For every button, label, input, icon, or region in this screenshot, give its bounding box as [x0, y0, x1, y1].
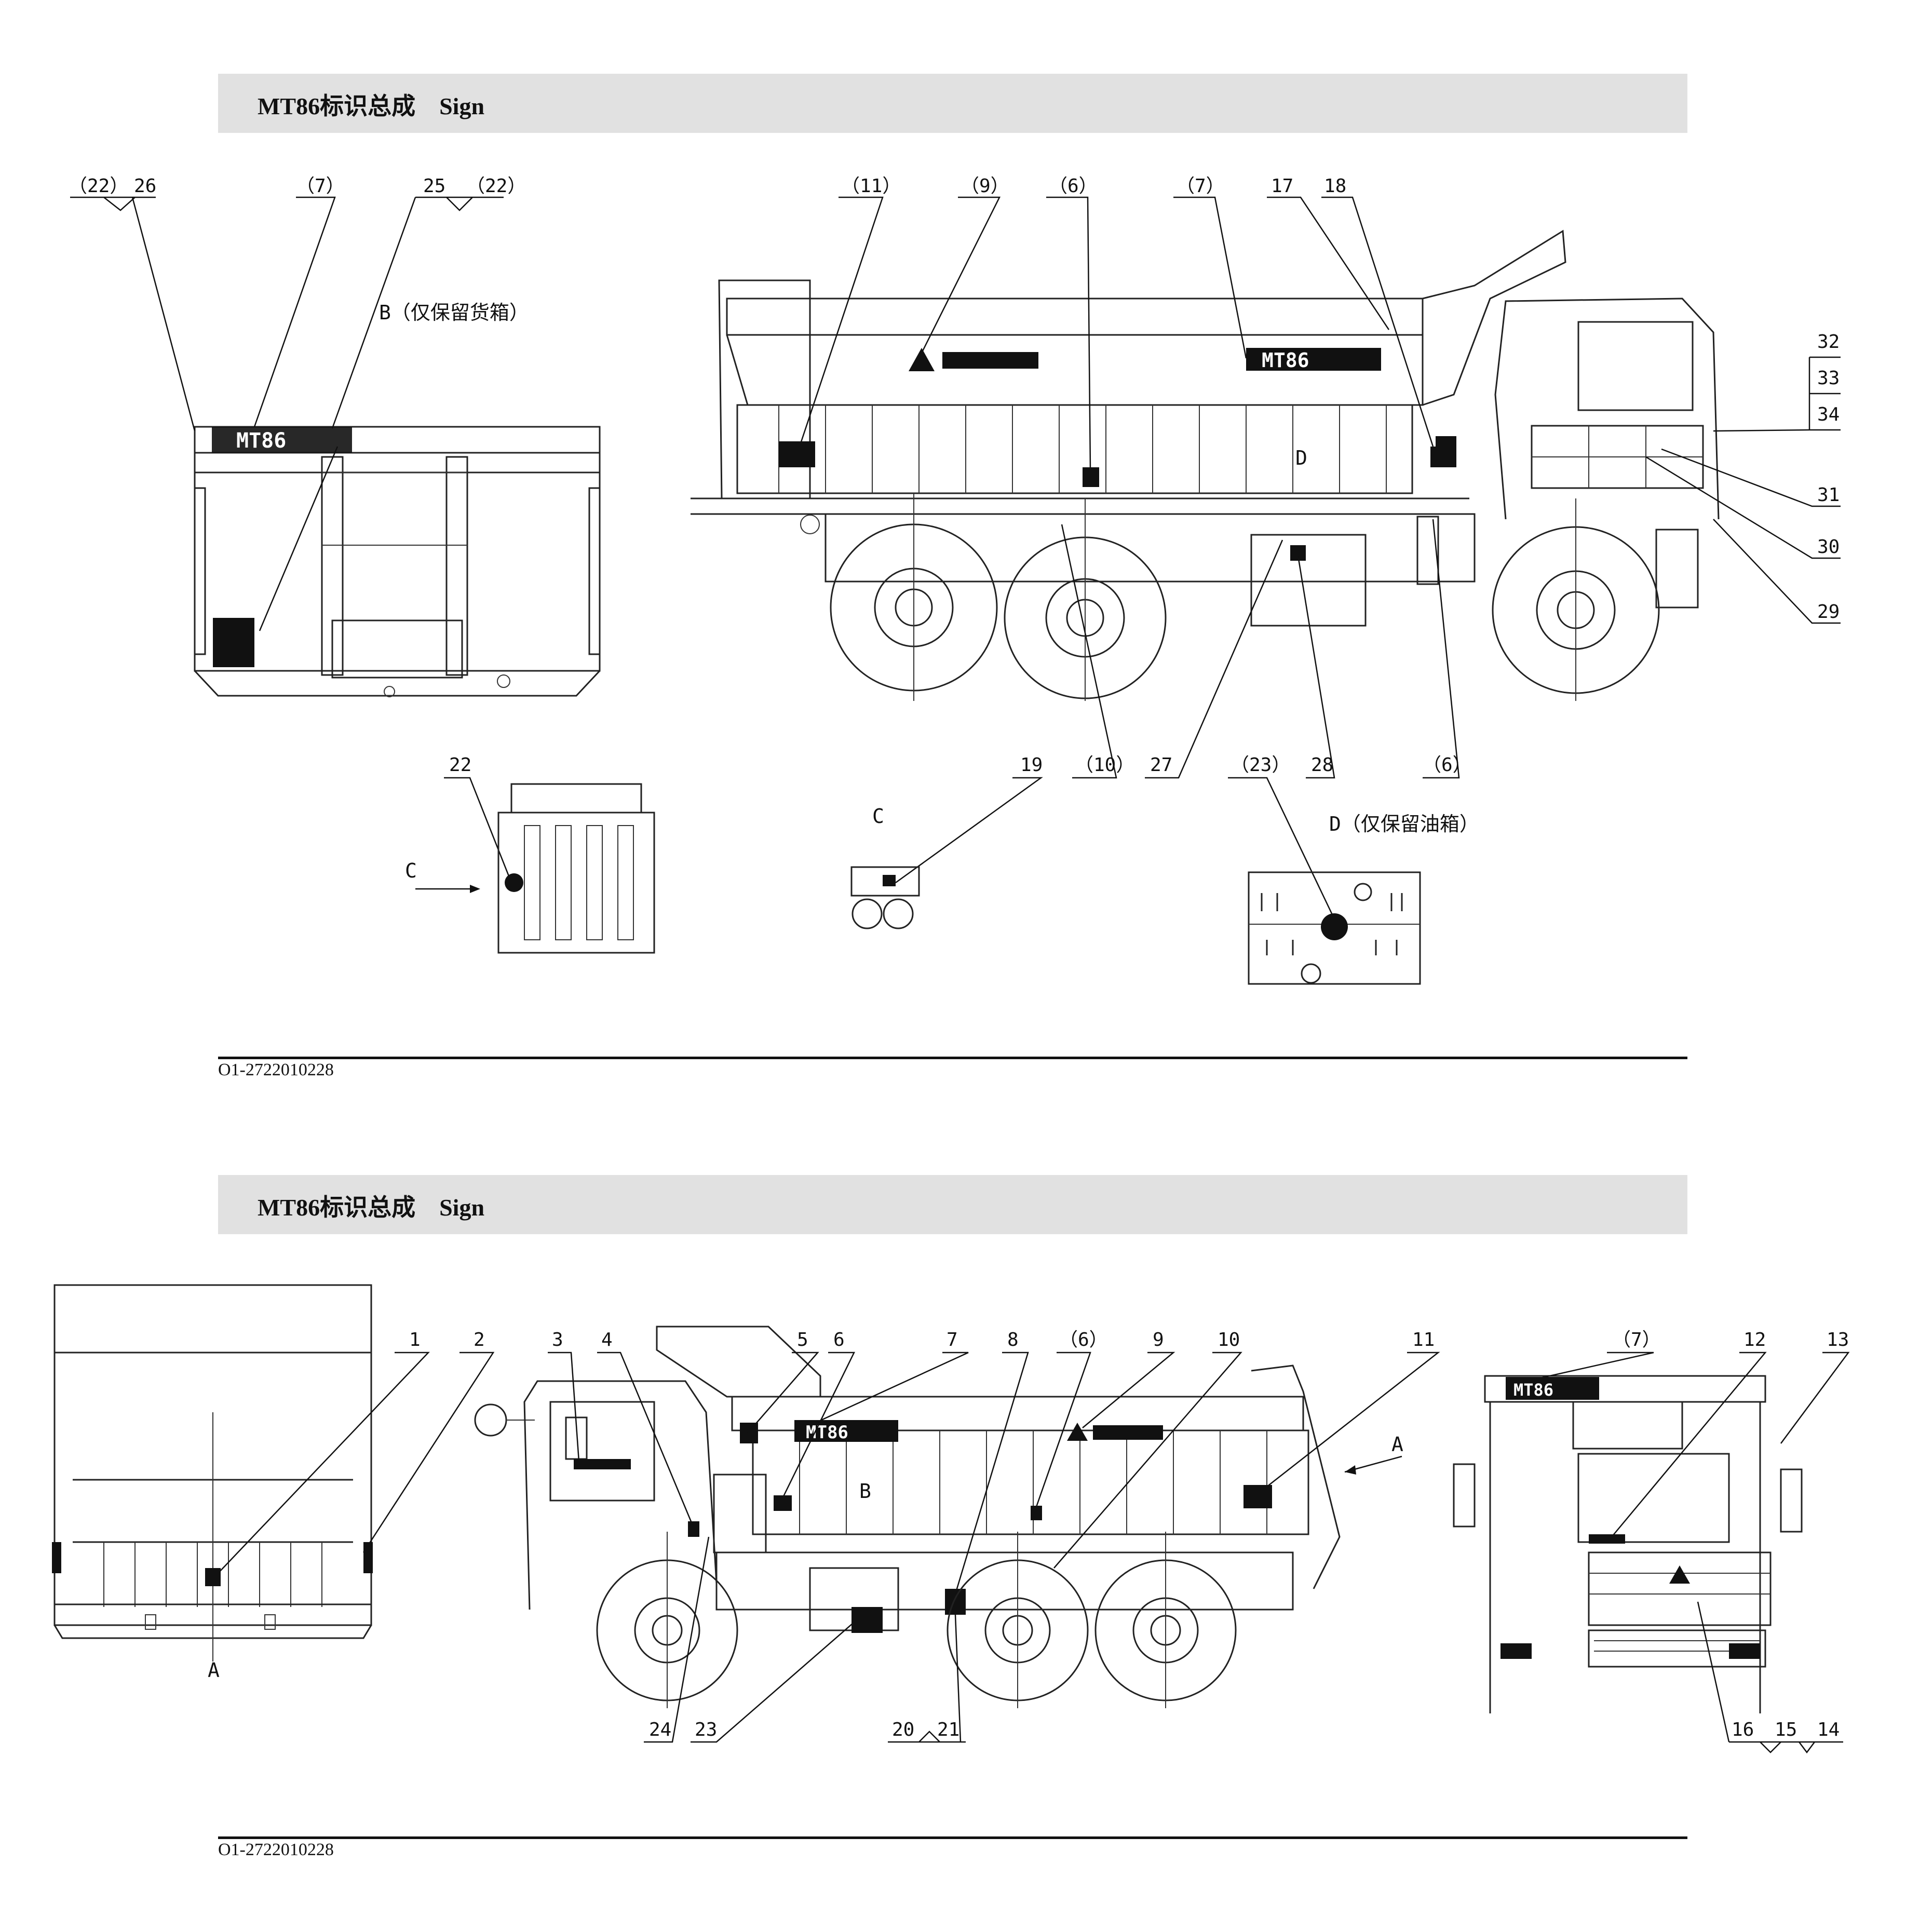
left-side-decal-text: MT86 — [806, 1422, 848, 1443]
sheet2-footer-rule — [218, 1836, 1687, 1839]
view-a-bottom: A — [208, 1659, 220, 1682]
callout-10: 10 — [1218, 1329, 1240, 1350]
view-label-d: D（仅保留油箱） — [1329, 813, 1479, 835]
side-decal-text: MT86 — [1262, 349, 1309, 372]
rear-body-raised — [52, 1284, 373, 1661]
sheet2-doc-number: O1-2722010228 — [218, 1840, 334, 1859]
callout-28: 28 — [1311, 754, 1333, 776]
callout-31: 31 — [1817, 484, 1840, 506]
callout-12: 12 — [1743, 1329, 1766, 1350]
callout-7-top: （7） — [1176, 175, 1225, 197]
callout-25: 25 — [423, 175, 445, 197]
callout-11: （11） — [841, 175, 901, 197]
sheet1-title-band: MT86标识总成 Sign — [218, 74, 1687, 133]
callouts-left-side-top: 3 4 5 6 7 8 （6） 9 10 11 — [548, 1329, 1440, 1595]
callout-10: （10） — [1075, 754, 1134, 776]
side-view-truck: MT86 — [691, 229, 1720, 701]
sheet1-footer-rule — [218, 1057, 1687, 1059]
callout-30: 30 — [1817, 536, 1840, 558]
callout-5: 5 — [797, 1329, 808, 1350]
callout-7-front: （7） — [1612, 1329, 1661, 1350]
callout-7: 7 — [947, 1329, 958, 1350]
callout-24: 24 — [649, 1719, 671, 1740]
rear-view-b: MT86 — [194, 426, 601, 697]
callouts-rear-body: 1 2 A — [208, 1329, 495, 1682]
arrow-view-a: A — [1344, 1433, 1403, 1475]
front-view-truck: MT86 — [1453, 1375, 1803, 1713]
callout-17: 17 — [1271, 175, 1293, 197]
callout-22-detail: 22 — [449, 754, 471, 776]
view-mark-b: B — [859, 1480, 871, 1503]
callout-11: 11 — [1412, 1329, 1435, 1350]
callout-1: 1 — [409, 1329, 421, 1350]
view-label-b: B（仅保留货箱） — [379, 301, 529, 324]
front-decal-text: MT86 — [1513, 1380, 1553, 1400]
callout-23: 23 — [695, 1719, 717, 1740]
callouts-rear-view: （22） 26 （7） 25 （22） — [69, 175, 526, 631]
view-d-fuel-tank: D（仅保留油箱） — [1248, 813, 1479, 985]
callout-2: 2 — [474, 1329, 485, 1350]
sheet1-title: MT86标识总成 Sign — [258, 93, 485, 119]
callout-9: （9） — [961, 175, 1009, 197]
callout-6-bottom: （6） — [1423, 754, 1471, 776]
callout-6-top: （6） — [1049, 175, 1098, 197]
rear-decal-text: MT86 — [236, 429, 286, 453]
callout-29: 29 — [1817, 601, 1840, 623]
callout-6: 6 — [833, 1329, 845, 1350]
callout-6-paren: （6） — [1059, 1329, 1108, 1350]
view-label-c: C — [872, 805, 884, 828]
callout-19: 19 — [1020, 754, 1043, 776]
callout-26: 26 — [134, 175, 156, 197]
callout-18: 18 — [1324, 175, 1346, 197]
callouts-left-side-bottom: 24 23 20 21 — [644, 1536, 966, 1743]
sheet1-drawing: MT86 B（仅保留货箱） （22） 26 （7） 25 （22） — [69, 175, 1841, 985]
callout-7-left: （7） — [296, 175, 345, 197]
callout-21: 21 — [937, 1719, 959, 1740]
callout-9: 9 — [1153, 1329, 1164, 1350]
sheet1-doc-number: O1-2722010228 — [218, 1060, 334, 1079]
callout-4: 4 — [601, 1329, 613, 1350]
callout-15: 15 — [1775, 1719, 1797, 1740]
callout-13: 13 — [1827, 1329, 1849, 1350]
callout-22-left: （22） — [69, 175, 128, 197]
callout-27: 27 — [1150, 754, 1172, 776]
callouts-side-view: （11） （9） （6） （7） 17 18 32 33 34 31 30 29 — [799, 175, 1841, 624]
callout-32: 32 — [1817, 331, 1840, 353]
view-c-detail: C — [850, 805, 920, 929]
callout-34: 34 — [1817, 404, 1840, 425]
view-a-arrow: A — [1391, 1433, 1403, 1456]
view-mark-d: D — [1295, 447, 1307, 469]
callout-16: 16 — [1732, 1719, 1754, 1740]
callout-3: 3 — [552, 1329, 563, 1350]
callout-20: 20 — [892, 1719, 914, 1740]
left-side-view-truck: MT86 — [474, 1326, 1341, 1708]
callouts-front-view: （7） 12 13 16 15 14 — [1526, 1329, 1850, 1754]
callout-8: 8 — [1007, 1329, 1019, 1350]
callout-23: （23） — [1231, 754, 1290, 776]
callout-14: 14 — [1817, 1719, 1840, 1740]
callouts-bottom: 19 （10） 27 （23） 28 （6） — [895, 519, 1471, 920]
view-c-arrow: C — [405, 859, 417, 882]
detail-battery-box: 22 C — [405, 754, 655, 954]
callout-22-right: （22） — [466, 175, 526, 197]
sheet2-title: MT86标识总成 Sign — [258, 1194, 485, 1221]
callout-33: 33 — [1817, 368, 1840, 389]
sheet2-title-band: MT86标识总成 Sign — [218, 1175, 1687, 1234]
